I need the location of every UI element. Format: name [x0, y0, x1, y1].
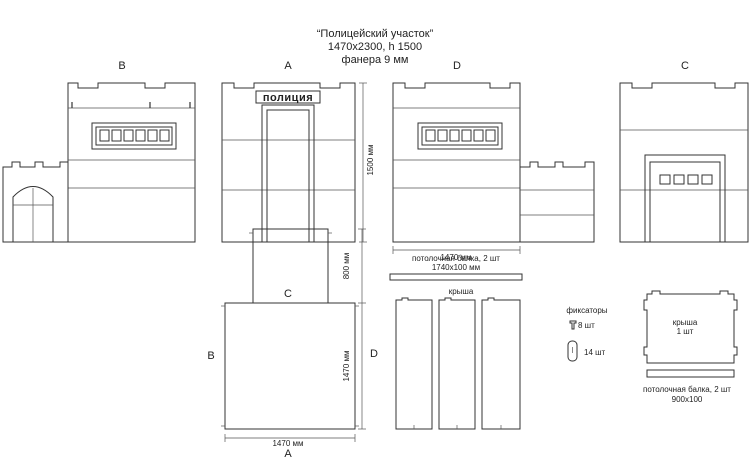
fixers-label: фиксаторы: [566, 306, 607, 315]
d-width-dimension: 1470 мм: [392, 246, 521, 262]
view-d: [392, 82, 595, 243]
roof-label: крыша: [449, 287, 474, 296]
door: [266, 109, 310, 243]
plan-label-d: D: [370, 348, 378, 360]
small-roof-label: крыша: [673, 318, 698, 327]
view-label-a: A: [284, 60, 292, 72]
plan-width-dim: 1470 мм: [272, 439, 303, 448]
small-roof-panel: [643, 290, 738, 364]
fixer-small-count: 8 шт: [578, 321, 595, 330]
small-ceiling-beam: [646, 369, 735, 378]
police-sign-text: полиция: [263, 92, 313, 104]
plan-view: C B D A 1470 мм 800 мм 1470 мм: [207, 228, 378, 460]
b-window-panes: [99, 129, 170, 142]
police-sign: [255, 90, 321, 104]
small-roof-count: 1 шт: [677, 327, 694, 336]
title-line-1: “Полицейский участок”: [317, 28, 434, 40]
beam-size: 1740x100 мм: [432, 263, 480, 272]
garage-frame: [644, 154, 726, 243]
small-beam-size: 900x100: [672, 395, 703, 404]
small-roof-parts: крыша 1 шт потолочная балка, 2 шт 900x10…: [643, 290, 738, 404]
view-label-b: B: [118, 60, 125, 72]
fixers: фиксаторы 8 шт 14 шт: [566, 306, 608, 362]
title-line-2: 1470x2300, h 1500: [328, 41, 422, 53]
title-line-3: фанера 9 мм: [342, 54, 409, 66]
plan-depth-dim-bottom: 1470 мм: [342, 350, 351, 381]
roof-parts: потолочная балка, 2 шт 1740x100 мм крыша: [389, 254, 523, 430]
garage-door: [649, 161, 721, 243]
ceiling-beam: [389, 273, 523, 281]
view-b: [2, 82, 196, 243]
view-c: [619, 82, 749, 243]
d-window-panes: [425, 129, 496, 142]
view-a: полиция: [221, 82, 356, 243]
small-beam-label: потолочная балка, 2 шт: [643, 385, 731, 394]
plan-depth-dim-top: 800 мм: [342, 253, 351, 280]
view-label-c: C: [681, 60, 689, 72]
plan-main: [224, 302, 356, 430]
fixer-oval-icon: [567, 340, 578, 362]
plan-label-b: B: [207, 350, 214, 362]
plan-label-a: A: [284, 448, 292, 460]
height-dimension: 1500 мм: [359, 82, 375, 243]
height-dim-text: 1500 мм: [366, 144, 375, 175]
view-label-d: D: [453, 60, 461, 72]
plan-label-c: C: [284, 288, 292, 300]
roof-width-dim: 1470 мм: [440, 253, 471, 262]
garage-windows: [659, 174, 713, 185]
title-block: “Полицейский участок” 1470x2300, h 1500 …: [317, 28, 434, 66]
fixer-small-icon: [569, 320, 577, 330]
door-frame: [261, 104, 315, 243]
beam-label: потолочная балка, 2 шт: [412, 254, 500, 263]
fixer-oval-count: 14 шт: [584, 348, 606, 357]
